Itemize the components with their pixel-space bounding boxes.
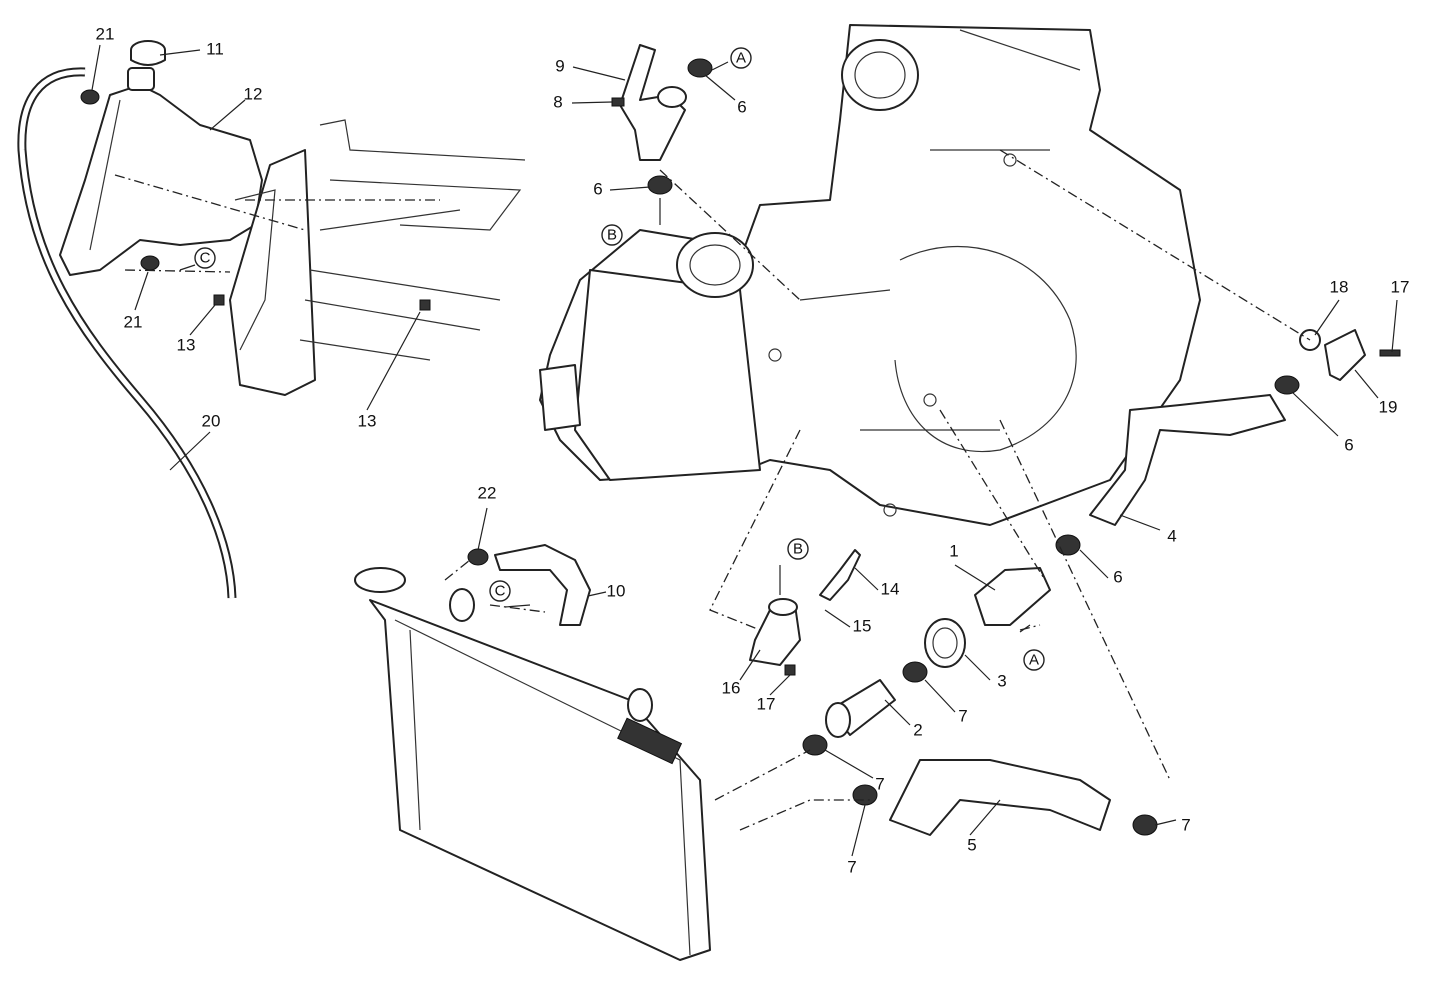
callout-13: 13: [177, 335, 196, 354]
svg-text:B: B: [793, 541, 803, 558]
callout-4: 4: [1167, 526, 1176, 545]
bolt-13: [213, 294, 431, 311]
callout-7: 7: [847, 857, 856, 876]
callout-19: 19: [1379, 397, 1398, 416]
hose-4: [1089, 394, 1286, 526]
callout-labels: 21 11 12 9 8 6 6 21 13 13 20 18 17 19 6 …: [96, 24, 1410, 876]
callout-14: 14: [881, 579, 900, 598]
connection-lines: [114, 149, 1311, 831]
callout-7: 7: [1181, 815, 1190, 834]
expansion-tank: [59, 67, 263, 276]
callout-18: 18: [1330, 277, 1349, 296]
thermostat-outlet: [611, 44, 713, 195]
callout-2: 2: [913, 720, 922, 739]
callout-5: 5: [967, 835, 976, 854]
hose-clamp-21: [80, 89, 160, 271]
svg-text:A: A: [736, 50, 746, 67]
coolant-outlet-19: [1274, 329, 1401, 395]
callout-6: 6: [1113, 567, 1122, 586]
callout-16: 16: [722, 678, 741, 697]
engine: [539, 24, 1201, 526]
callout-10: 10: [607, 581, 626, 600]
callout-13: 13: [358, 411, 377, 430]
callout-17: 17: [1391, 277, 1410, 296]
thermostat-1: [802, 567, 1158, 836]
callout-8: 8: [553, 92, 562, 111]
ref-marker-b: B: [787, 538, 809, 560]
callout-15: 15: [853, 616, 872, 635]
svg-text:A: A: [1029, 652, 1039, 669]
ref-marker-a: A: [1023, 649, 1045, 671]
tank-cap: [130, 40, 166, 66]
callout-11: 11: [206, 39, 224, 58]
sensor-housing-16: [749, 549, 861, 676]
ref-marker-c: C: [194, 247, 216, 269]
callout-9: 9: [555, 56, 564, 75]
radiator: [354, 567, 711, 961]
ref-marker-b: B: [601, 224, 623, 246]
svg-text:C: C: [495, 583, 506, 600]
ref-marker-a: A: [730, 47, 752, 69]
callout-6: 6: [1344, 435, 1353, 454]
reference-markers: A A B B C C: [194, 47, 1045, 671]
callout-1: 1: [949, 541, 958, 560]
leader-lines: [91, 44, 1398, 857]
frame: [229, 119, 526, 396]
callout-3: 3: [997, 671, 1006, 690]
callout-20: 20: [202, 411, 221, 430]
callout-7: 7: [958, 706, 967, 725]
hose-10: [494, 544, 591, 626]
hose-5: [889, 759, 1111, 836]
direction-arrows: [179, 61, 1031, 633]
callout-7: 7: [875, 774, 884, 793]
svg-text:C: C: [200, 250, 211, 267]
callout-21: 21: [124, 312, 143, 331]
callout-12: 12: [244, 84, 263, 103]
callout-21: 21: [96, 24, 115, 43]
callout-22: 22: [478, 483, 497, 502]
ref-marker-c: C: [489, 580, 511, 602]
callout-6: 6: [593, 179, 602, 198]
svg-text:B: B: [607, 227, 617, 244]
callout-17: 17: [757, 694, 776, 713]
callout-6: 6: [737, 97, 746, 116]
